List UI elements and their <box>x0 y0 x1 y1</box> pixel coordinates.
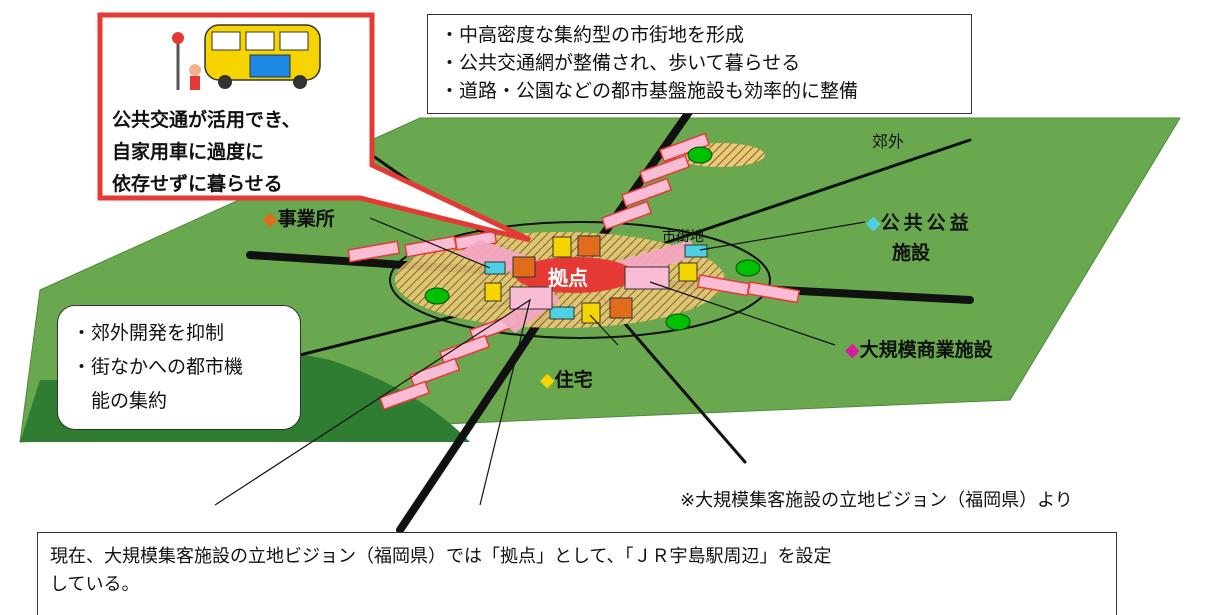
office-label: ◆事業所 <box>263 204 335 231</box>
left-callout: ・郊外開発を抑制 ・街なかへの都市機 能の集約 <box>57 305 301 430</box>
commercial-marker-icon: ◆ <box>845 339 860 361</box>
core-label: 拠点 <box>548 266 588 290</box>
public-building <box>549 306 575 320</box>
house-building <box>484 282 502 302</box>
footer-note-line-1: 現在、大規模集客施設の立地ビジョン（福岡県）では「拠点」として、「ＪＲ宇島駅周辺… <box>50 546 832 567</box>
housing-label: ◆住宅 <box>540 365 593 392</box>
transit-callout-text: 公共交通が活用でき、 自家用車に過度に 依存せずに暮らせる <box>112 104 352 200</box>
housing-marker-icon: ◆ <box>540 369 555 391</box>
footer-pointer <box>214 298 531 506</box>
office-building <box>609 297 633 319</box>
top-callout-bullet-2: ・公共交通網が整備され、歩いて暮らせる <box>440 52 801 74</box>
core-ellipse <box>515 257 635 293</box>
public-facility-label-line-2: 施設 <box>892 242 931 264</box>
top-callout: ・中高密度な集約型の市街地を形成 ・公共交通網が整備され、歩いて暮らせる ・道路… <box>427 14 972 114</box>
left-callout-bullet-3: 能の集約 <box>72 390 168 412</box>
public-building <box>684 244 708 258</box>
road-south <box>396 286 564 534</box>
top-callout-bullet-1: ・中高密度な集約型の市街地を形成 <box>440 24 745 46</box>
transit-callout-line-1: 公共交通が活用でき、 <box>112 109 301 131</box>
leader-lines <box>214 217 866 506</box>
urban-ring <box>389 221 771 339</box>
building-strips <box>347 132 801 411</box>
house-building <box>552 236 572 258</box>
public-building <box>484 261 506 275</box>
suburb-label: 郊外 <box>872 132 905 151</box>
buildings <box>484 235 708 324</box>
top-callout-bullet-3: ・道路・公園などの都市基盤施設も効率的に整備 <box>440 80 859 102</box>
public-facility-marker-icon: ◆ <box>866 212 881 234</box>
office-building <box>512 256 536 278</box>
commercial-label: ◆大規模商業施設 <box>845 335 993 362</box>
public-facility-label-line-1: 公共公益 <box>880 212 973 234</box>
left-callout-bullet-2: ・街なかへの都市機 <box>72 356 244 378</box>
house-building <box>581 302 601 324</box>
house-building <box>678 262 698 282</box>
office-label-text: 事業所 <box>277 208 335 230</box>
commercial-building <box>624 266 670 290</box>
footer-note: 現在、大規模集客施設の立地ビジョン（福岡県）では「拠点」として、「ＪＲ宇島駅周辺… <box>37 532 1117 615</box>
transit-callout-line-2: 自家用車に過度に <box>112 141 265 163</box>
housing-label-text: 住宅 <box>554 369 593 391</box>
bus-icon <box>172 24 321 90</box>
footer-note-line-2: している。 <box>50 574 140 595</box>
transit-callout-line-3: 依存せずに暮らせる <box>112 173 283 195</box>
source-note: ※大規模集客施設の立地ビジョン（福岡県）より <box>680 490 1073 511</box>
commercial-building <box>509 286 553 310</box>
urban-area-label: 市街地 <box>662 229 704 245</box>
office-building <box>577 235 601 257</box>
left-callout-bullet-1: ・郊外開発を抑制 <box>72 322 225 344</box>
public-facility-label: ◆公共公益 施設 <box>866 208 973 268</box>
commercial-label-text: 大規模商業施設 <box>859 339 993 361</box>
office-marker-icon: ◆ <box>263 208 278 230</box>
parks <box>424 146 761 331</box>
